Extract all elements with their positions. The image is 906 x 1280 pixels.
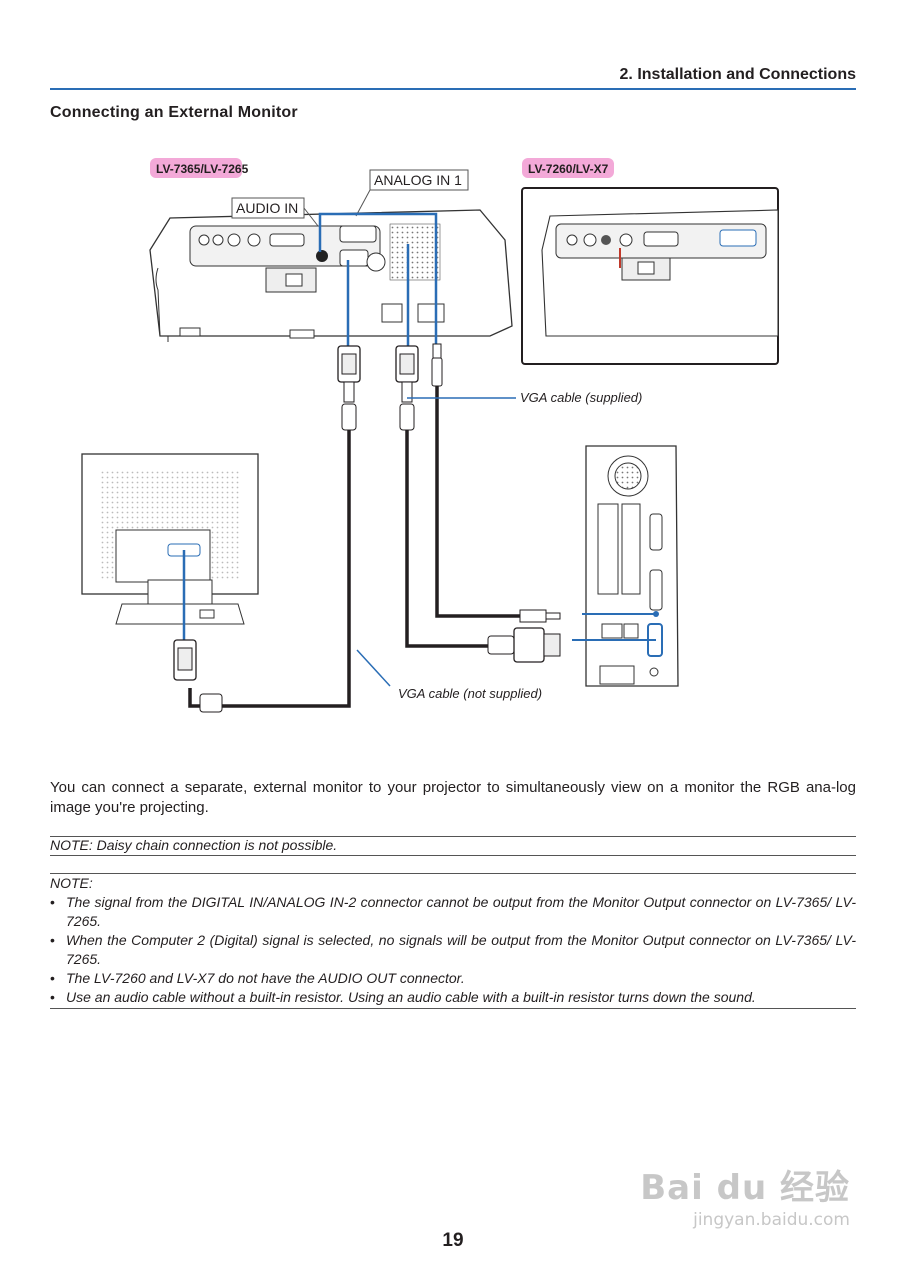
computer-plugs [487,609,561,663]
notes-rule-bottom [50,1008,856,1009]
cable-paths [188,386,520,708]
projector-left [149,209,513,342]
connection-diagram: ANALOG IN 1 AUDIO IN LV-7365/LV-7265 LV-… [81,158,779,713]
note-item: When the Computer 2 (Digital) signal is … [50,931,856,969]
callout-analog-in-label: ANALOG IN 1 [374,172,462,188]
watermark-url: jingyan.baidu.com [693,1210,850,1230]
cable-supplied-callout: VGA cable (supplied) [407,390,642,405]
page-number: 19 [442,1230,464,1251]
projector-right [521,187,779,365]
note-rule-top [50,836,856,837]
computer-tower [572,445,679,687]
notes-heading: NOTE: [50,875,93,891]
intro-paragraph: You can connect a separate, external mon… [50,779,856,816]
note-item: The LV-7260 and LV-X7 do not have the AU… [50,969,856,988]
note-item: Use an audio cable without a built-in re… [50,988,856,1007]
notes-list: The signal from the DIGITAL IN/ANALOG IN… [50,893,856,1007]
header-rule [50,88,856,90]
vga-plug-out [337,345,361,431]
daisy-chain-note: NOTE: Daisy chain connection is not poss… [50,837,338,853]
cable-supplied-label: VGA cable (supplied) [520,390,642,405]
callout-analog-in: ANALOG IN 1 [355,169,469,217]
callout-audio-in-label: AUDIO IN [236,200,298,216]
watermark-logo: Bai du 经验 [640,1168,850,1208]
notes-block: NOTE: The signal from the DIGITAL IN/ANA… [50,874,856,1007]
vga-plug-in [395,345,419,431]
model-badge-right: LV-7260/LV-X7 [522,158,614,178]
model-badge-left-label: LV-7365/LV-7265 [156,162,249,176]
callout-audio-in: AUDIO IN [231,197,319,227]
connection-lines [318,212,438,346]
model-badge-left: LV-7365/LV-7265 [150,158,249,178]
cable-not-supplied-callout: VGA cable (not supplied) [356,649,542,701]
section-header: 2. Installation and Connections [619,66,856,83]
external-monitor [81,453,259,713]
page-title: Connecting an External Monitor [50,104,298,121]
audio-plug [431,343,443,387]
note-rule-mid [50,855,856,856]
note-item: The signal from the DIGITAL IN/ANALOG IN… [50,893,856,931]
notes-rule-top [50,873,856,874]
cable-not-supplied-label: VGA cable (not supplied) [398,686,542,701]
model-badge-right-label: LV-7260/LV-X7 [528,162,609,176]
